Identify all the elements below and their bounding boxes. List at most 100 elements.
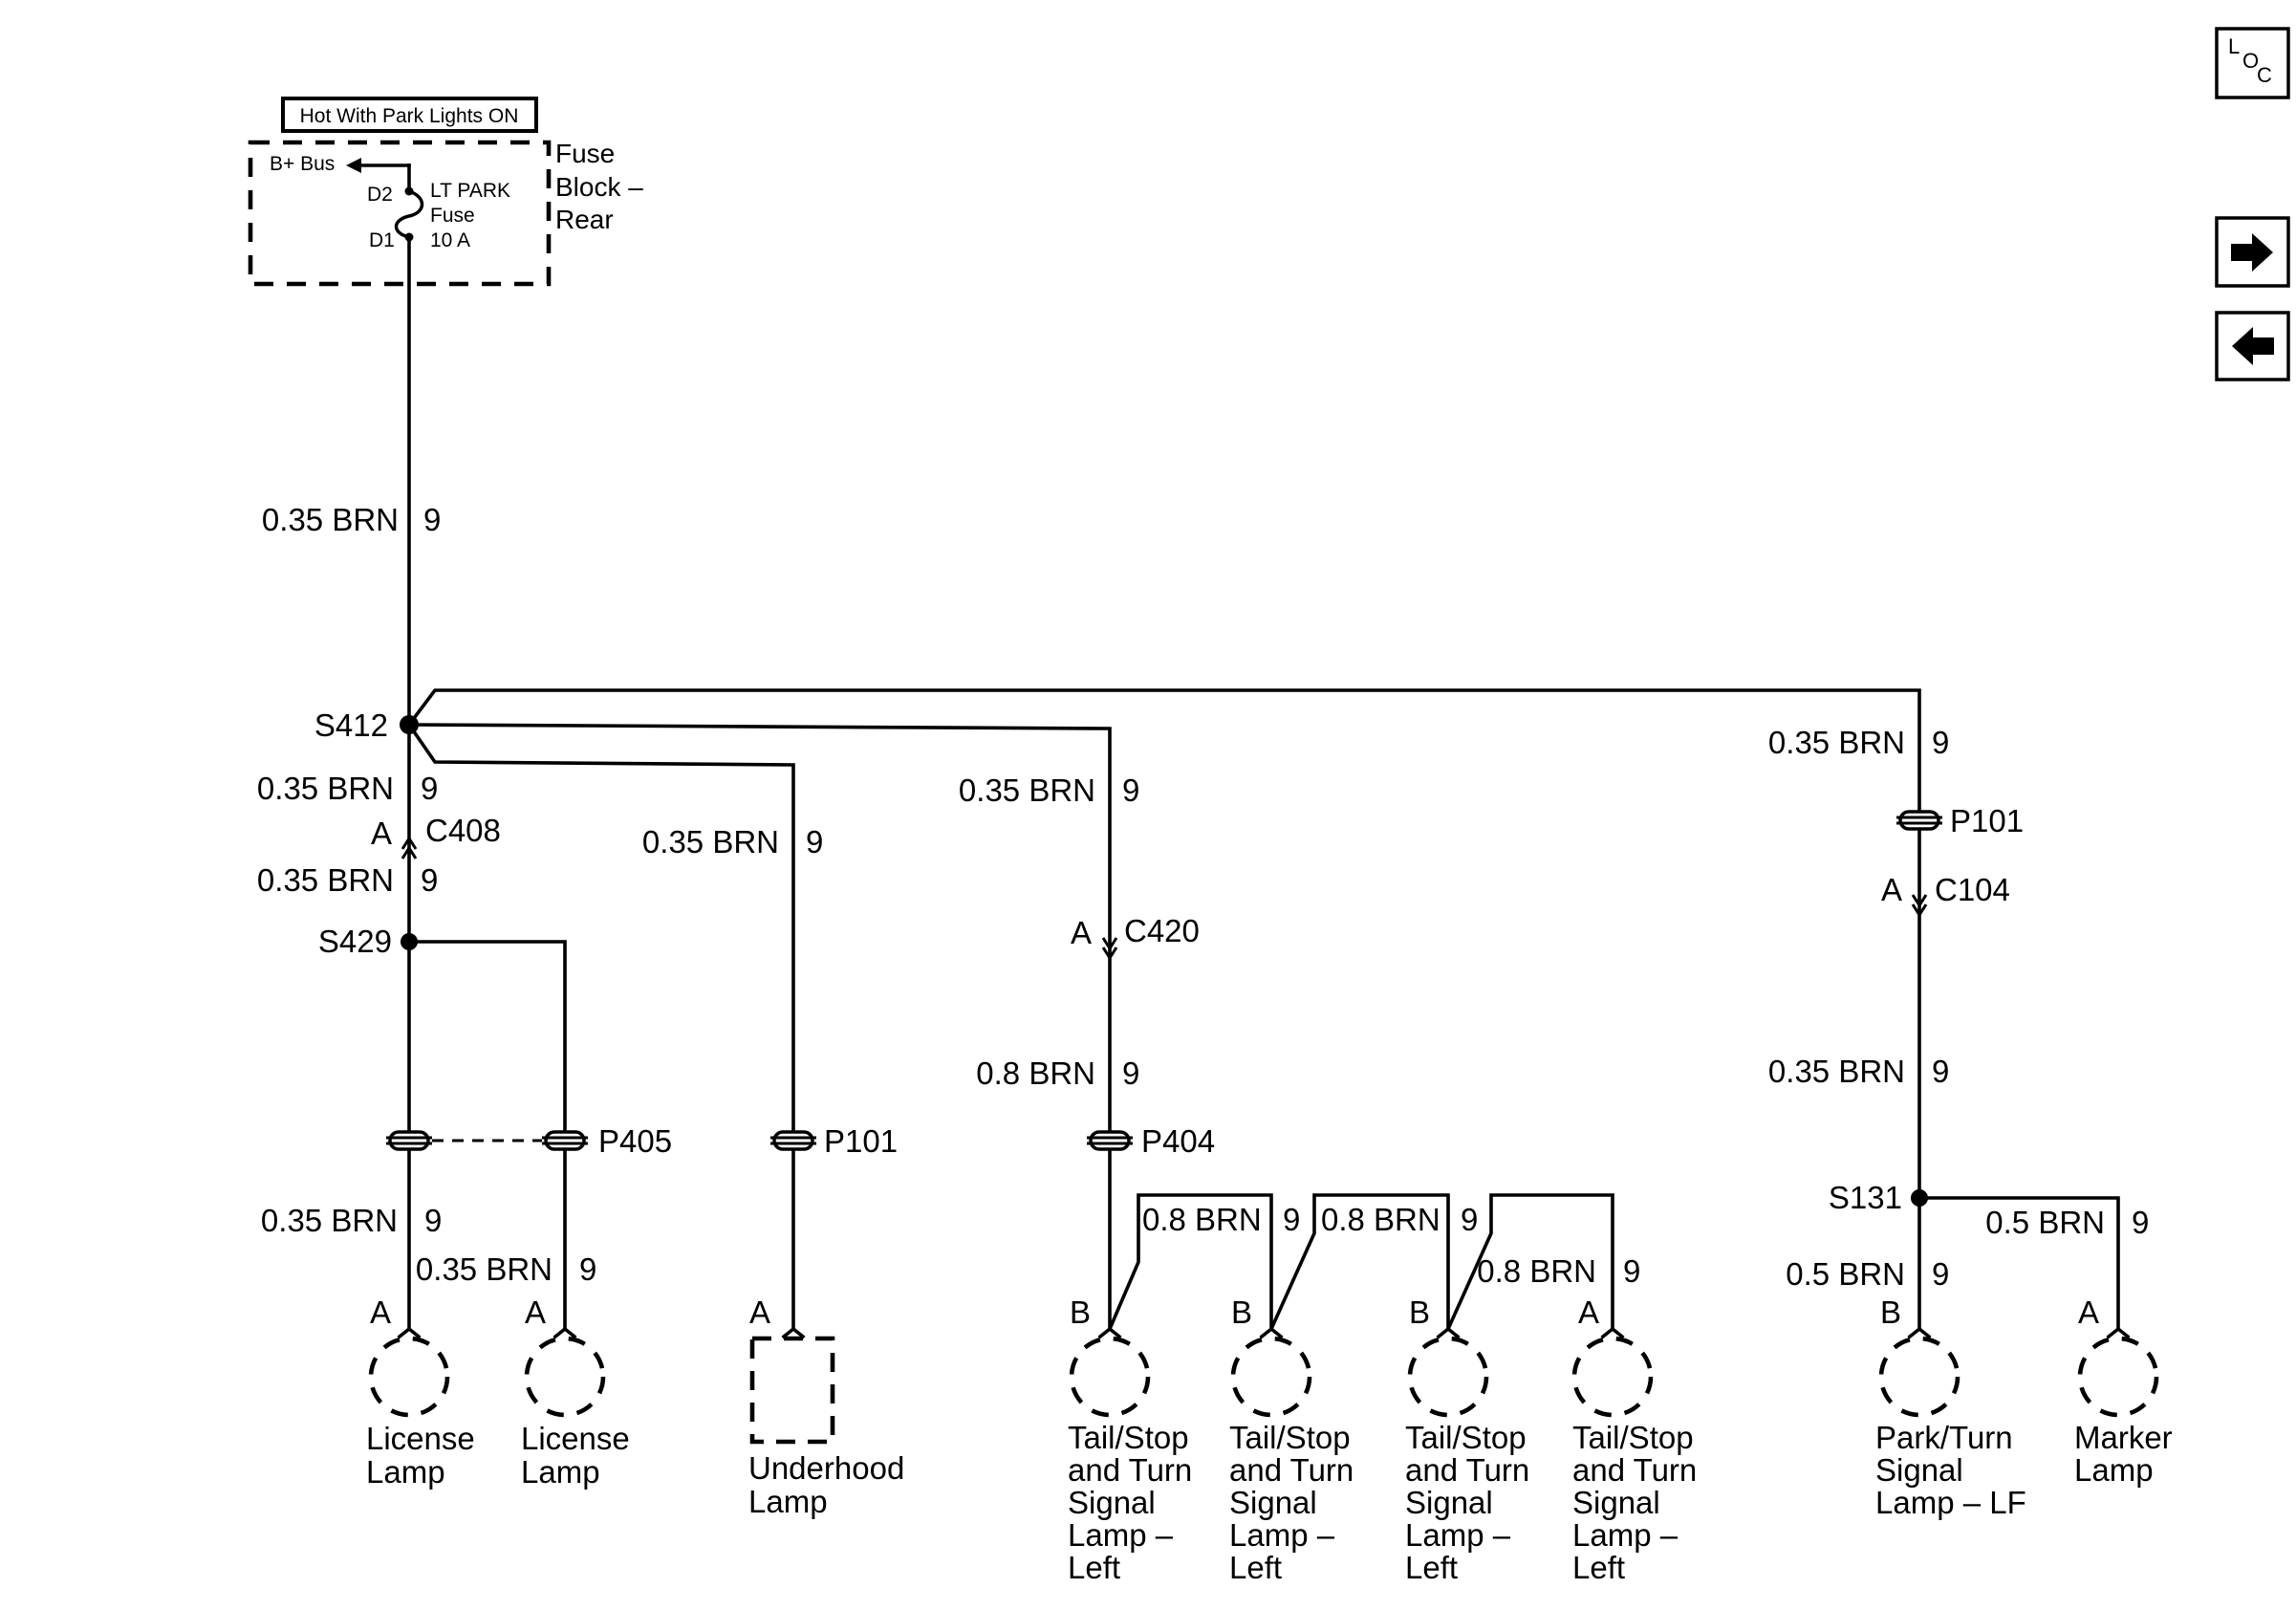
- tail-jumper-a-label: 0.8 BRN: [1142, 1202, 1262, 1237]
- arrow-right-icon: [2231, 233, 2273, 272]
- component-pin: A: [525, 1295, 546, 1330]
- p101-right-label: P101: [1950, 803, 2024, 838]
- p404-label: P404: [1141, 1123, 1215, 1159]
- left-upper-wire-label: 0.35 BRN: [257, 771, 394, 806]
- location-button[interactable]: L O C: [2215, 27, 2290, 99]
- fuse-block-title-2: Block –: [555, 172, 643, 202]
- p404-connector-icon: [1085, 1130, 1135, 1151]
- component-label-line: Signal: [1405, 1485, 1493, 1520]
- park-turn-wire-label: 0.5 BRN: [1786, 1256, 1905, 1292]
- component-pin: A: [749, 1295, 770, 1330]
- arrow-left-icon: [2232, 327, 2274, 365]
- component-label-line: Left: [1068, 1550, 1120, 1585]
- component-label-line: Lamp –: [1068, 1517, 1174, 1553]
- tail-stop-turn-lamp-1: B Tail/Stop and Turn Signal Lamp – Left: [1068, 1295, 1192, 1585]
- right-lower-wire-circuit: 9: [1932, 1054, 1949, 1089]
- c104-pin: A: [1881, 872, 1902, 907]
- splice-s412-label: S412: [314, 707, 388, 743]
- fuse-block-title-1: Fuse: [555, 139, 615, 168]
- license-lamp-2: A License Lamp: [521, 1295, 630, 1490]
- hot-label-box: [281, 97, 538, 133]
- fuse-block-outline: [248, 140, 552, 287]
- component-label-line: Tail/Stop: [1229, 1420, 1351, 1455]
- p405-connector-left-icon: [384, 1130, 434, 1151]
- c420-lower-wire-label: 0.8 BRN: [976, 1055, 1095, 1091]
- park-turn-wire-circuit: 9: [1932, 1256, 1949, 1292]
- component-label-line: Park/Turn: [1875, 1420, 2013, 1455]
- fuse-name: LT PARK: [430, 180, 510, 202]
- component-label-line: Left: [1572, 1550, 1625, 1585]
- main-wire-circuit: 9: [423, 502, 441, 537]
- left-upper-wire-circuit: 9: [421, 771, 438, 806]
- lamp-icon: [1881, 1338, 1958, 1415]
- tail-jumper-b-circuit: 9: [1461, 1202, 1478, 1237]
- lamp-icon: [1072, 1338, 1148, 1415]
- next-page-button[interactable]: [2215, 216, 2290, 288]
- b-plus-bus-label: B+ Bus: [270, 153, 335, 175]
- pin-d2: D2: [367, 184, 393, 206]
- license-lamp-2-wire-label: 0.35 BRN: [416, 1251, 552, 1287]
- component-label-line: Lamp: [748, 1484, 828, 1519]
- component-label-line: License: [521, 1421, 630, 1456]
- p101-underhood-label: P101: [824, 1123, 898, 1159]
- tail-stop-turn-lamp-4: A Tail/Stop and Turn Signal Lamp – Left: [1572, 1295, 1697, 1585]
- component-label-line: Signal: [1572, 1485, 1660, 1520]
- component-label-line: Lamp –: [1405, 1517, 1511, 1553]
- previous-page-button[interactable]: [2215, 311, 2290, 381]
- hot-label: Hot With Park Lights ON: [300, 105, 519, 127]
- component-label-line: Signal: [1068, 1485, 1156, 1520]
- loc-letter-l: L: [2228, 34, 2240, 58]
- component-label-line: Lamp –: [1572, 1517, 1679, 1553]
- component-label-line: Underhood: [748, 1450, 904, 1486]
- component-label-line: License: [366, 1421, 475, 1456]
- c420-pin: A: [1071, 915, 1092, 950]
- license-lamp-1: A License Lamp: [366, 1295, 475, 1490]
- lamp-icon: [2080, 1338, 2156, 1415]
- tail-jumper-b-label: 0.8 BRN: [1321, 1202, 1440, 1237]
- left-lower-wire-label: 0.35 BRN: [257, 862, 394, 898]
- c408-pin: A: [371, 816, 392, 851]
- c104-label: C104: [1935, 872, 2010, 907]
- bus-arrow-icon: [346, 158, 361, 173]
- underhood-lamp-icon: [749, 1336, 835, 1445]
- loc-letter-o: O: [2242, 49, 2259, 73]
- c408-label: C408: [425, 813, 501, 848]
- marker-lamp: A Marker Lamp: [2074, 1295, 2173, 1488]
- component-label-line: Tail/Stop: [1405, 1420, 1527, 1455]
- main-wire-label: 0.35 BRN: [262, 502, 399, 537]
- lamp-icon: [1233, 1338, 1310, 1415]
- right-lower-wire-label: 0.35 BRN: [1768, 1054, 1905, 1089]
- tail-stop-turn-lamp-3: B Tail/Stop and Turn Signal Lamp – Left: [1405, 1295, 1529, 1585]
- component-pin: B: [1231, 1295, 1252, 1330]
- fuse-block-title-3: Rear: [555, 205, 614, 234]
- component-pin: B: [1070, 1295, 1091, 1330]
- component-label-line: Lamp: [366, 1454, 445, 1490]
- component-label-line: and Turn: [1572, 1452, 1697, 1488]
- p405-connector-right-icon: [540, 1130, 590, 1151]
- right-upper-wire-label: 0.35 BRN: [1768, 725, 1905, 760]
- marker-wire-circuit: 9: [2132, 1205, 2149, 1240]
- splice-s429-label: S429: [318, 924, 392, 959]
- component-label-line: Lamp: [2074, 1452, 2154, 1488]
- component-label-line: Lamp – LF: [1875, 1485, 2026, 1520]
- p405-label: P405: [598, 1123, 672, 1159]
- component-pin: A: [1578, 1295, 1599, 1330]
- c420-label: C420: [1124, 913, 1200, 948]
- component-label-line: Left: [1405, 1550, 1458, 1585]
- right-upper-wire-circuit: 9: [1932, 725, 1949, 760]
- lamp-icon: [1410, 1338, 1486, 1415]
- component-pin: A: [370, 1295, 391, 1330]
- p101-underhood-connector-icon: [769, 1130, 818, 1151]
- component-label-line: Tail/Stop: [1572, 1420, 1694, 1455]
- fuse-label: Fuse: [430, 205, 475, 227]
- loc-letter-c: C: [2257, 63, 2272, 87]
- c420-lower-wire-circuit: 9: [1122, 1055, 1139, 1091]
- license-lamp-2-wire-circuit: 9: [579, 1251, 596, 1287]
- underhood-wire-circuit: 9: [806, 824, 823, 859]
- component-label-line: and Turn: [1068, 1452, 1192, 1488]
- splice-s131-label: S131: [1829, 1180, 1902, 1215]
- component-label-line: Signal: [1875, 1452, 1963, 1488]
- marker-wire-label: 0.5 BRN: [1985, 1205, 2105, 1240]
- tail-jumper-a-circuit: 9: [1283, 1202, 1300, 1237]
